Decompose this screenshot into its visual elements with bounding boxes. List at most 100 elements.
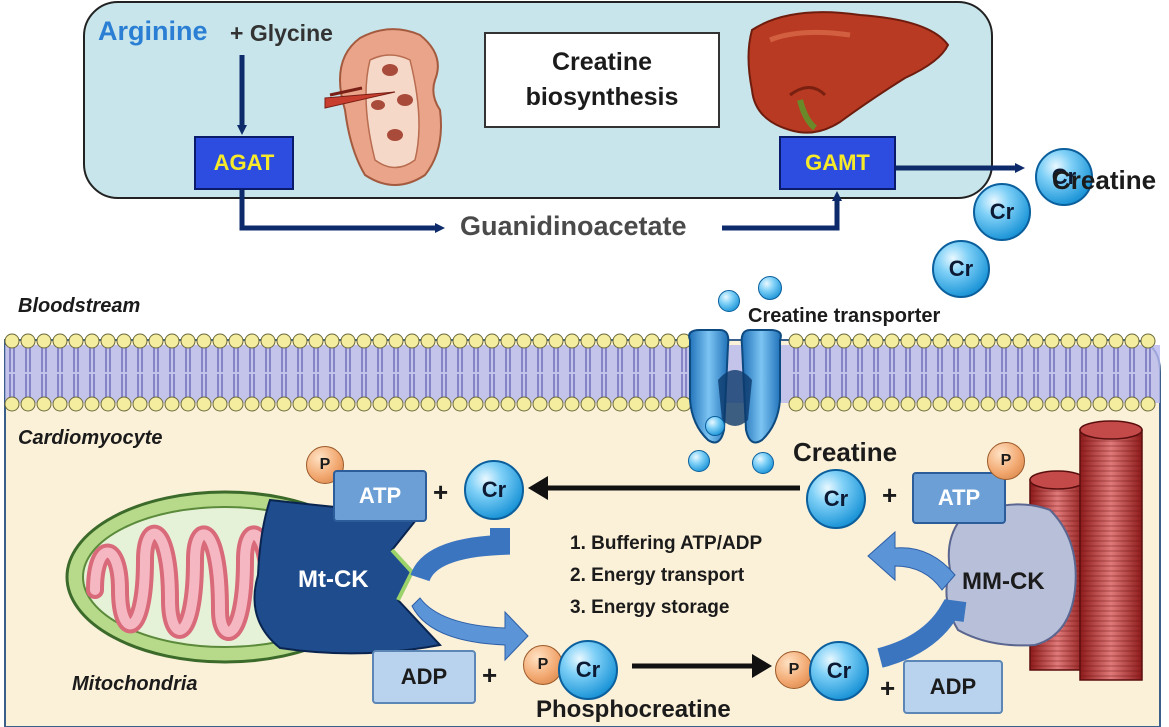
lipid-head [388,396,404,412]
lipid-tail [361,374,367,397]
lipid-head [948,333,964,349]
lipid-tail [1065,374,1071,397]
lipid-tail [137,374,143,397]
lipid-tail [409,374,415,397]
creatine-transporter-channel [688,329,782,444]
creatine-ball-2: Cr [973,183,1031,241]
lipid-head [340,333,356,349]
lipid-tail [329,374,335,397]
creatine-dot [688,450,710,472]
lipid-tail [473,348,479,372]
lipid-head [36,396,52,412]
lipid-head [980,396,996,412]
lipid-head [820,333,836,349]
lipid-tail [169,348,175,372]
lipid-tail [169,374,175,397]
lipid-head [1124,333,1140,349]
lipid-tail [265,348,271,372]
lipid-tail [873,348,879,372]
lipid-head [1092,396,1108,412]
lipid-head [148,333,164,349]
lipid-tail [1001,374,1007,397]
lipid-head [196,333,212,349]
lipid-tail [425,348,431,372]
cardiomyocyte-label: Cardiomyocyte [18,427,163,449]
lipid-head [1044,333,1060,349]
lipid-head [356,333,372,349]
lipid-tail [953,374,959,397]
lipid-tail [89,374,95,397]
arrow-mmck-to-creatine [867,530,956,591]
lipid-tail [889,374,895,397]
lipid-bilayer [4,333,1156,412]
lipid-head [148,396,164,412]
lipid-head [868,333,884,349]
lipid-head [4,333,20,349]
lipid-tail [649,374,655,397]
lipid-tail [249,374,255,397]
lipid-head [900,396,916,412]
creatine-dot [758,276,782,300]
lipid-tail [505,374,511,397]
lipid-head [276,333,292,349]
lipid-tail [473,374,479,397]
lipid-head [292,396,308,412]
lipid-tail [569,348,575,372]
lipid-head [948,396,964,412]
creatine-ball-right: Cr [806,469,866,529]
phosphate-ball: P [523,645,563,685]
lipid-tail [857,374,863,397]
lipid-head [1108,396,1124,412]
creatine-ball-left: Cr [464,460,524,520]
lipid-head [964,396,980,412]
lipid-head [468,396,484,412]
lipid-head [36,333,52,349]
lipid-head [1108,333,1124,349]
lipid-tail [73,348,79,372]
lipid-head [196,396,212,412]
lipid-tail [873,374,879,397]
lipid-tail [905,348,911,372]
lipid-tail [393,348,399,372]
lipid-tail [617,348,623,372]
lipid-tail [153,348,159,372]
lipid-head [1012,333,1028,349]
glycine-label: + Glycine [230,20,333,46]
lipid-head [516,333,532,349]
lipid-head [932,333,948,349]
lipid-head [420,333,436,349]
lipid-tail [281,348,287,372]
creatine-dot [752,452,774,474]
lipid-tail [1065,348,1071,372]
lipid-tail [969,374,975,397]
lipid-tail [681,348,687,372]
lipid-tail [889,348,895,372]
lipid-tail [105,374,111,397]
lipid-head [852,396,868,412]
lipid-head [164,396,180,412]
lipid-head [516,396,532,412]
lipid-head [116,333,132,349]
lipid-tail [425,374,431,397]
lipid-tail [361,348,367,372]
lipid-head [84,333,100,349]
lipid-tail [681,374,687,397]
lipid-head [452,333,468,349]
lipid-head [484,333,500,349]
lipid-tail [313,374,319,397]
lipid-tail [1017,348,1023,372]
lipid-head [532,333,548,349]
lipid-head [964,333,980,349]
lipid-tail [9,348,15,372]
lipid-head [628,396,644,412]
lipid-tail [921,348,927,372]
lipid-tail [601,348,607,372]
phosphate-ball: P [775,651,813,689]
membrane-band [5,345,1160,403]
lipid-tail [665,348,671,372]
lipid-tail [153,374,159,397]
lipid-head [228,333,244,349]
lipid-head [932,396,948,412]
lipid-tail [937,348,943,372]
function-item: 1. Buffering ATP/ADP [570,533,763,554]
